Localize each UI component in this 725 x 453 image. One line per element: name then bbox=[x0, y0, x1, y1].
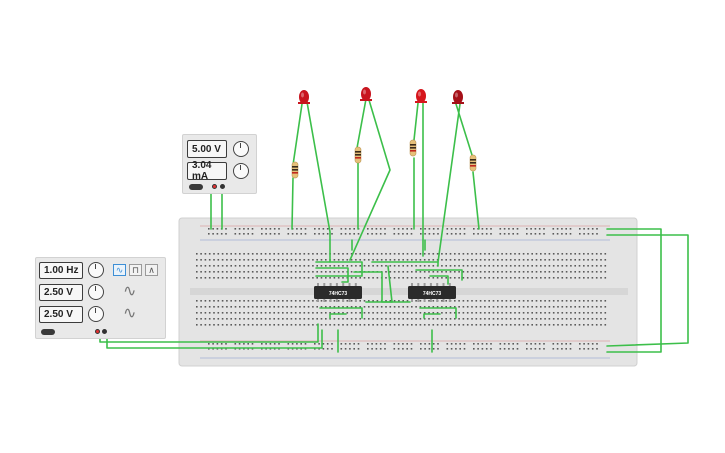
voltage-knob[interactable] bbox=[233, 141, 249, 157]
resistor[interactable] bbox=[291, 161, 299, 179]
wire[interactable] bbox=[413, 102, 419, 141]
resistor[interactable] bbox=[469, 154, 477, 172]
triangle-wave-button[interactable]: ∧ bbox=[145, 264, 158, 276]
voltage-display: 5.00 V bbox=[187, 140, 227, 158]
chip-1-label: 74HC73 bbox=[329, 291, 348, 297]
power-supply[interactable]: 5.00 V 3.04 mA bbox=[182, 134, 257, 194]
generator-toggle[interactable] bbox=[41, 329, 55, 335]
wire[interactable] bbox=[292, 103, 303, 166]
resistors[interactable] bbox=[291, 139, 477, 179]
wire[interactable] bbox=[371, 261, 439, 267]
generator-negative-terminal[interactable] bbox=[102, 329, 107, 334]
led[interactable] bbox=[360, 87, 372, 101]
chip-1[interactable]: 74HC73 bbox=[314, 283, 362, 302]
wire[interactable] bbox=[429, 275, 449, 285]
positive-terminal[interactable] bbox=[212, 184, 217, 189]
chip-2[interactable]: 74HC73 bbox=[408, 283, 456, 302]
amplitude-knob[interactable] bbox=[88, 284, 104, 300]
current-display: 3.04 mA bbox=[187, 160, 227, 182]
negative-terminal[interactable] bbox=[220, 184, 225, 189]
offset-wave-icon: ∿ bbox=[123, 305, 137, 322]
wire[interactable] bbox=[606, 234, 689, 347]
wire[interactable] bbox=[437, 103, 461, 263]
frequency-knob[interactable] bbox=[88, 262, 104, 278]
led[interactable] bbox=[415, 89, 427, 103]
wire[interactable] bbox=[419, 307, 457, 319]
wire[interactable] bbox=[106, 329, 323, 349]
led[interactable] bbox=[452, 90, 464, 104]
wire[interactable] bbox=[415, 269, 463, 281]
wire[interactable] bbox=[472, 171, 480, 230]
wire[interactable] bbox=[291, 177, 294, 230]
square-wave-button[interactable]: ⊓ bbox=[129, 264, 142, 276]
wire[interactable] bbox=[423, 313, 441, 319]
wires bbox=[99, 98, 689, 353]
led[interactable] bbox=[298, 90, 310, 104]
wire[interactable] bbox=[329, 313, 347, 319]
wire[interactable] bbox=[319, 307, 363, 319]
current-knob[interactable] bbox=[233, 163, 249, 179]
generator-positive-terminal[interactable] bbox=[95, 329, 100, 334]
offset-knob[interactable] bbox=[88, 306, 104, 322]
wire[interactable] bbox=[365, 265, 393, 303]
offset-display: 2.50 V bbox=[39, 306, 83, 323]
amplitude-wave-icon: ∿ bbox=[123, 283, 137, 300]
sine-wave-button[interactable]: ∿ bbox=[113, 264, 126, 276]
chip-2-label: 74HC73 bbox=[423, 291, 442, 297]
leds[interactable] bbox=[298, 87, 464, 104]
function-generator[interactable]: 1.00 Hz ∿ ⊓ ∧ 2.50 V ∿ 2.50 V ∿ bbox=[35, 257, 166, 339]
wire[interactable] bbox=[315, 267, 349, 283]
wire[interactable] bbox=[315, 261, 363, 277]
wire[interactable] bbox=[606, 228, 662, 353]
wire[interactable] bbox=[349, 99, 391, 261]
wire[interactable] bbox=[356, 98, 367, 149]
wire[interactable] bbox=[306, 101, 331, 263]
power-toggle[interactable] bbox=[189, 184, 203, 190]
resistor[interactable] bbox=[409, 139, 417, 157]
amplitude-display: 2.50 V bbox=[39, 284, 83, 301]
resistor[interactable] bbox=[354, 146, 362, 164]
frequency-display: 1.00 Hz bbox=[39, 262, 83, 279]
wire[interactable] bbox=[353, 271, 411, 303]
